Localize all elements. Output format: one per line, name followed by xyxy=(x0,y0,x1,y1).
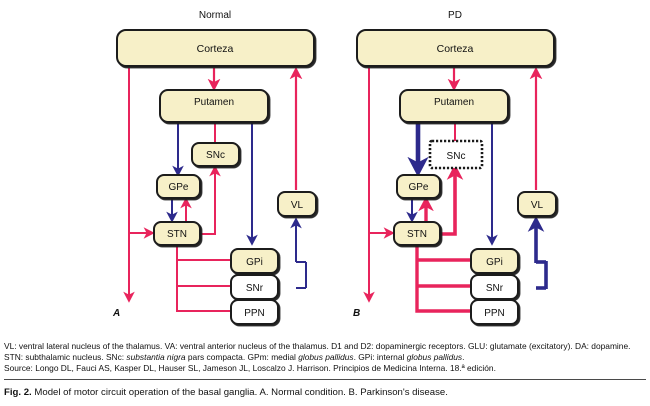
node-putamen-normal[interactable]: Putamen xyxy=(159,89,269,123)
legend-line-1-part-e: . GPi: internal xyxy=(353,352,407,363)
panel-pd: PD xyxy=(353,10,557,325)
node-gpe-label: GPe xyxy=(408,182,428,193)
legend-italic-globus-pallidus-1: globus pallidus xyxy=(298,352,354,363)
legend-line-1-part-a: VL: ventral lateral nucleus of the thala… xyxy=(4,341,631,363)
panel-normal: Normal xyxy=(112,10,317,325)
node-snc-degenerated-box[interactable] xyxy=(428,139,484,170)
node-stn-label: STN xyxy=(167,229,187,240)
nodes-pd: Corteza Putamen SNc GPe STN VL xyxy=(353,29,557,325)
node-snr-label: SNr xyxy=(486,283,504,294)
node-corteza-box[interactable] xyxy=(116,29,315,67)
node-vl-box[interactable] xyxy=(517,191,557,217)
node-snr-normal[interactable]: SNr xyxy=(230,274,279,300)
node-stn-box[interactable] xyxy=(153,221,201,246)
figure-legend: VL: ventral lateral nucleus of the thala… xyxy=(4,341,646,374)
node-ppn-normal[interactable]: PPN xyxy=(230,299,279,325)
node-snc-pd[interactable]: SNc xyxy=(428,139,484,170)
node-putamen-box[interactable] xyxy=(159,89,269,123)
legend-italic-globus-pallidus-2: globus pallidus xyxy=(406,352,463,363)
figure-caption: Fig. 2. Model of motor circuit operation… xyxy=(4,386,646,399)
node-gpi-label: GPi xyxy=(246,257,263,268)
node-snr-label: SNr xyxy=(246,283,264,294)
node-putamen-label: Putamen xyxy=(194,97,234,108)
node-stn-box[interactable] xyxy=(393,221,441,246)
node-gpi-label: GPi xyxy=(486,257,503,268)
connectors-pd xyxy=(363,66,548,319)
node-putamen-pd[interactable]: Putamen xyxy=(399,89,509,123)
node-corteza-normal[interactable]: Corteza xyxy=(116,29,315,67)
node-gpe-box[interactable] xyxy=(396,174,441,199)
edge-pd-stn-snc-thick xyxy=(440,164,464,236)
node-gpe-label: GPe xyxy=(168,182,188,193)
caption-text: Model of motor circuit operation of the … xyxy=(34,387,448,398)
edge-stn-dropline xyxy=(176,244,222,312)
node-gpe-box[interactable] xyxy=(156,174,201,199)
node-vl-label: VL xyxy=(531,200,544,211)
panel-letter-b: B xyxy=(353,308,360,319)
node-snc-normal[interactable]: SNc xyxy=(191,142,240,167)
panel-letter-a: A xyxy=(112,308,120,319)
node-stn-normal[interactable]: STN xyxy=(153,221,201,246)
panel-title-normal: Normal xyxy=(199,10,231,21)
node-snc-label: SNc xyxy=(447,151,466,162)
node-vl-pd[interactable]: VL xyxy=(517,191,557,217)
node-vl-box[interactable] xyxy=(277,191,317,217)
legend-italic-substantia-nigra: substantia nigra xyxy=(126,352,186,363)
basal-ganglia-svg: Normal xyxy=(112,10,557,325)
nodes-normal: Corteza Putamen SNc GPe STN VL xyxy=(112,29,317,325)
legend-source-line: Source: Longo DL, Fauci AS, Kasper DL, H… xyxy=(4,363,496,374)
node-stn-label: STN xyxy=(407,229,427,240)
node-corteza-label: Corteza xyxy=(197,43,234,55)
node-vl-normal[interactable]: VL xyxy=(277,191,317,217)
node-corteza-box[interactable] xyxy=(356,29,555,67)
node-snr-pd[interactable]: SNr xyxy=(470,274,519,300)
edge-pd-stn-dropline-thick xyxy=(415,244,462,313)
edge-stn-snc xyxy=(200,165,221,235)
node-corteza-pd[interactable]: Corteza xyxy=(356,29,555,67)
node-gpi-normal[interactable]: GPi xyxy=(230,248,279,274)
node-ppn-label: PPN xyxy=(244,308,265,319)
node-gpi-box[interactable] xyxy=(230,248,279,274)
node-ppn-label: PPN xyxy=(484,308,505,319)
node-gpi-pd[interactable]: GPi xyxy=(470,248,519,274)
node-corteza-label: Corteza xyxy=(437,43,474,55)
node-ppn-box[interactable] xyxy=(230,299,279,325)
node-vl-label: VL xyxy=(291,200,304,211)
node-putamen-box[interactable] xyxy=(399,89,509,123)
legend-line-1-part-c: pars compacta. GPm: medial xyxy=(185,352,299,363)
caption-figure-label: Fig. 2. xyxy=(4,387,32,398)
panel-title-pd: PD xyxy=(448,10,462,21)
legend-line-1-part-g: . xyxy=(462,352,465,363)
node-ppn-box[interactable] xyxy=(470,299,519,325)
node-snc-label: SNc xyxy=(206,150,225,161)
node-gpi-box[interactable] xyxy=(470,248,519,274)
node-stn-pd[interactable]: STN xyxy=(393,221,441,246)
node-ppn-pd[interactable]: PPN xyxy=(470,299,519,325)
node-gpe-pd[interactable]: GPe xyxy=(396,174,441,199)
node-snc-box[interactable] xyxy=(191,142,240,167)
caption-divider xyxy=(4,379,646,380)
node-putamen-label: Putamen xyxy=(434,97,474,108)
node-gpe-normal[interactable]: GPe xyxy=(156,174,201,199)
